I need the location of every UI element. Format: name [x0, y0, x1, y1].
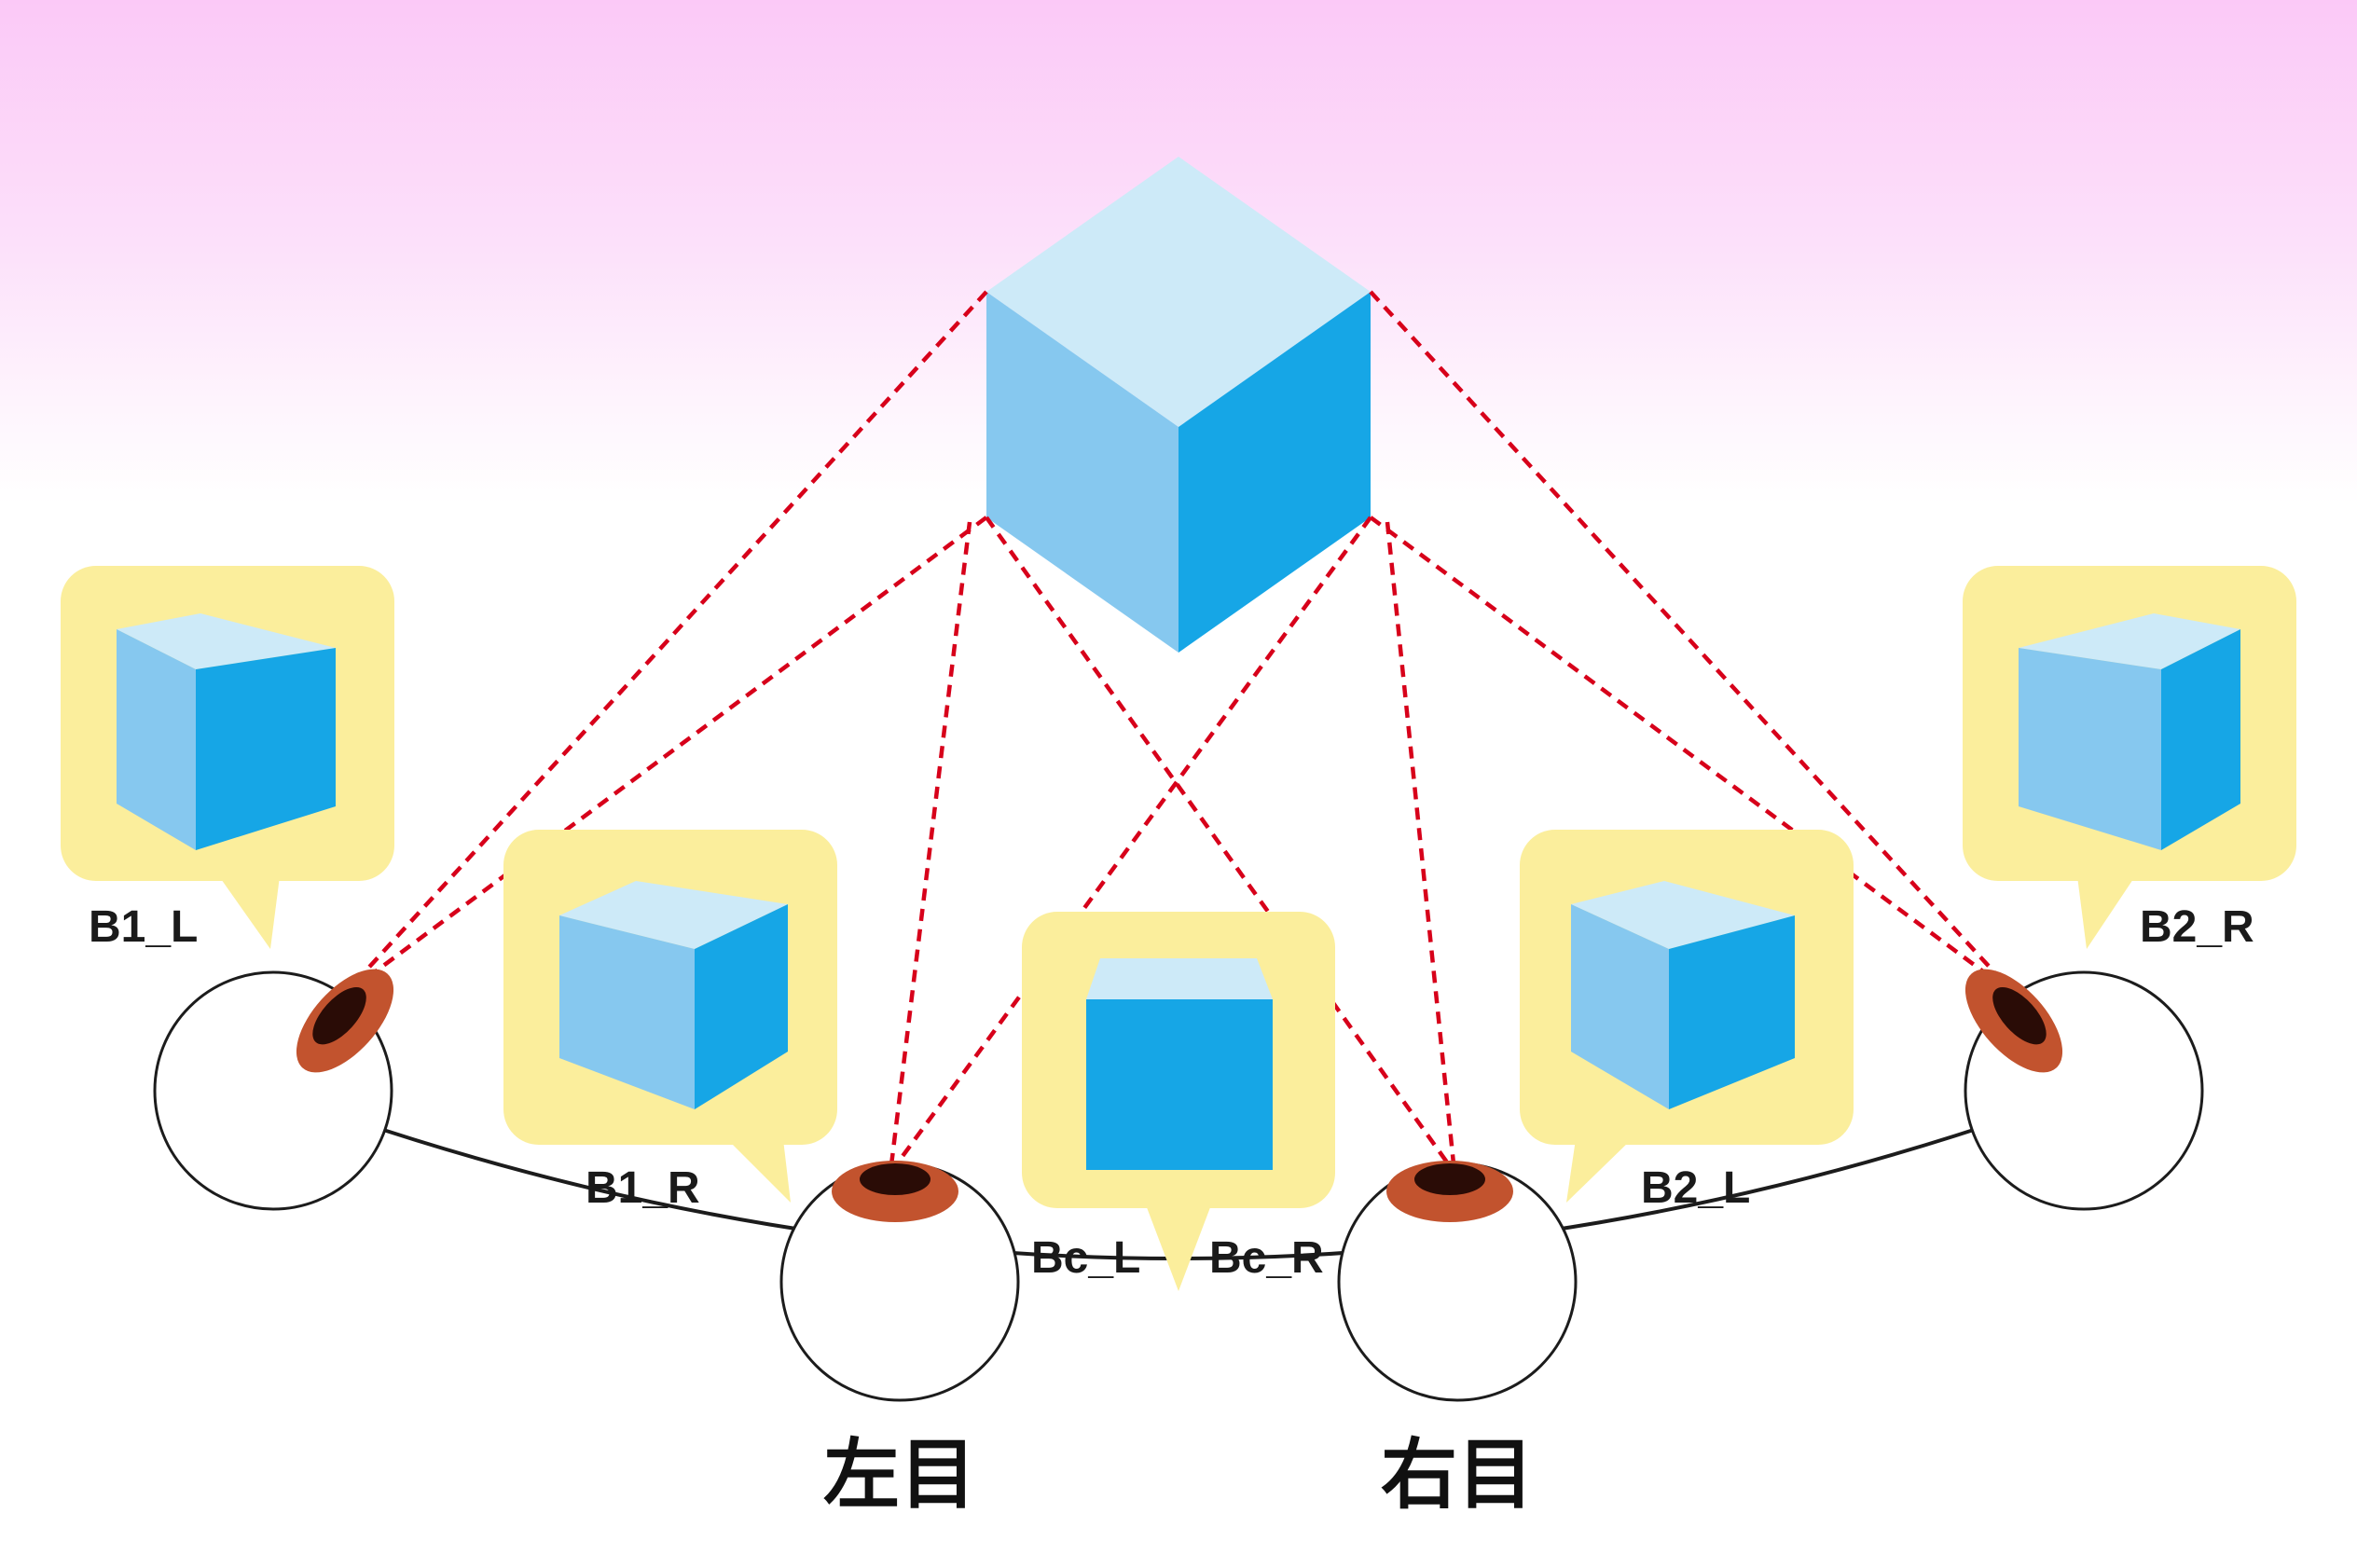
sight-line-far-left-bottom	[341, 516, 988, 997]
sight-line-left-eye-2	[889, 516, 1372, 1175]
bubble-bc	[1022, 912, 1335, 1291]
label-b1-r: B1_R	[586, 1163, 700, 1213]
label-left-eye: 左目	[823, 1431, 976, 1520]
label-bc-l: Bc_L	[1031, 1233, 1140, 1283]
label-b1-l: B1_L	[89, 902, 198, 952]
label-b2-l: B2_L	[1641, 1163, 1750, 1213]
bubble-b2-r	[1963, 566, 2296, 949]
label-bc-r: Bc_R	[1209, 1233, 1324, 1283]
pupil	[312, 986, 366, 1045]
central-cube-right	[1178, 292, 1371, 653]
sight-line-far-right-bottom	[1369, 516, 2018, 997]
central-cube-left	[986, 292, 1178, 653]
eyeball-right	[1337, 1161, 1578, 1402]
sight-line-right-eye-2	[985, 516, 1456, 1175]
sight-lines	[341, 290, 2018, 1175]
bubble-b1-r	[503, 830, 837, 1203]
central-cube	[986, 157, 1371, 653]
pupil	[1414, 1163, 1485, 1195]
eyeball-far-left	[153, 969, 394, 1211]
label-b2-r: B2_R	[2140, 902, 2254, 952]
label-right-eye: 右目	[1381, 1431, 1534, 1520]
pupil	[1992, 986, 2047, 1045]
pupil	[860, 1163, 930, 1195]
eyeball-far-right	[1964, 969, 2204, 1211]
bubble-b2-l	[1520, 830, 1854, 1203]
eyeball-left	[779, 1161, 1020, 1402]
sight-line-left-eye-1	[888, 521, 972, 1174]
sight-line-far-left-top	[341, 290, 988, 997]
sight-line-right-eye-1	[1385, 521, 1457, 1174]
sight-line-far-right-top	[1369, 290, 2018, 997]
bubble-b1-l	[61, 566, 394, 949]
